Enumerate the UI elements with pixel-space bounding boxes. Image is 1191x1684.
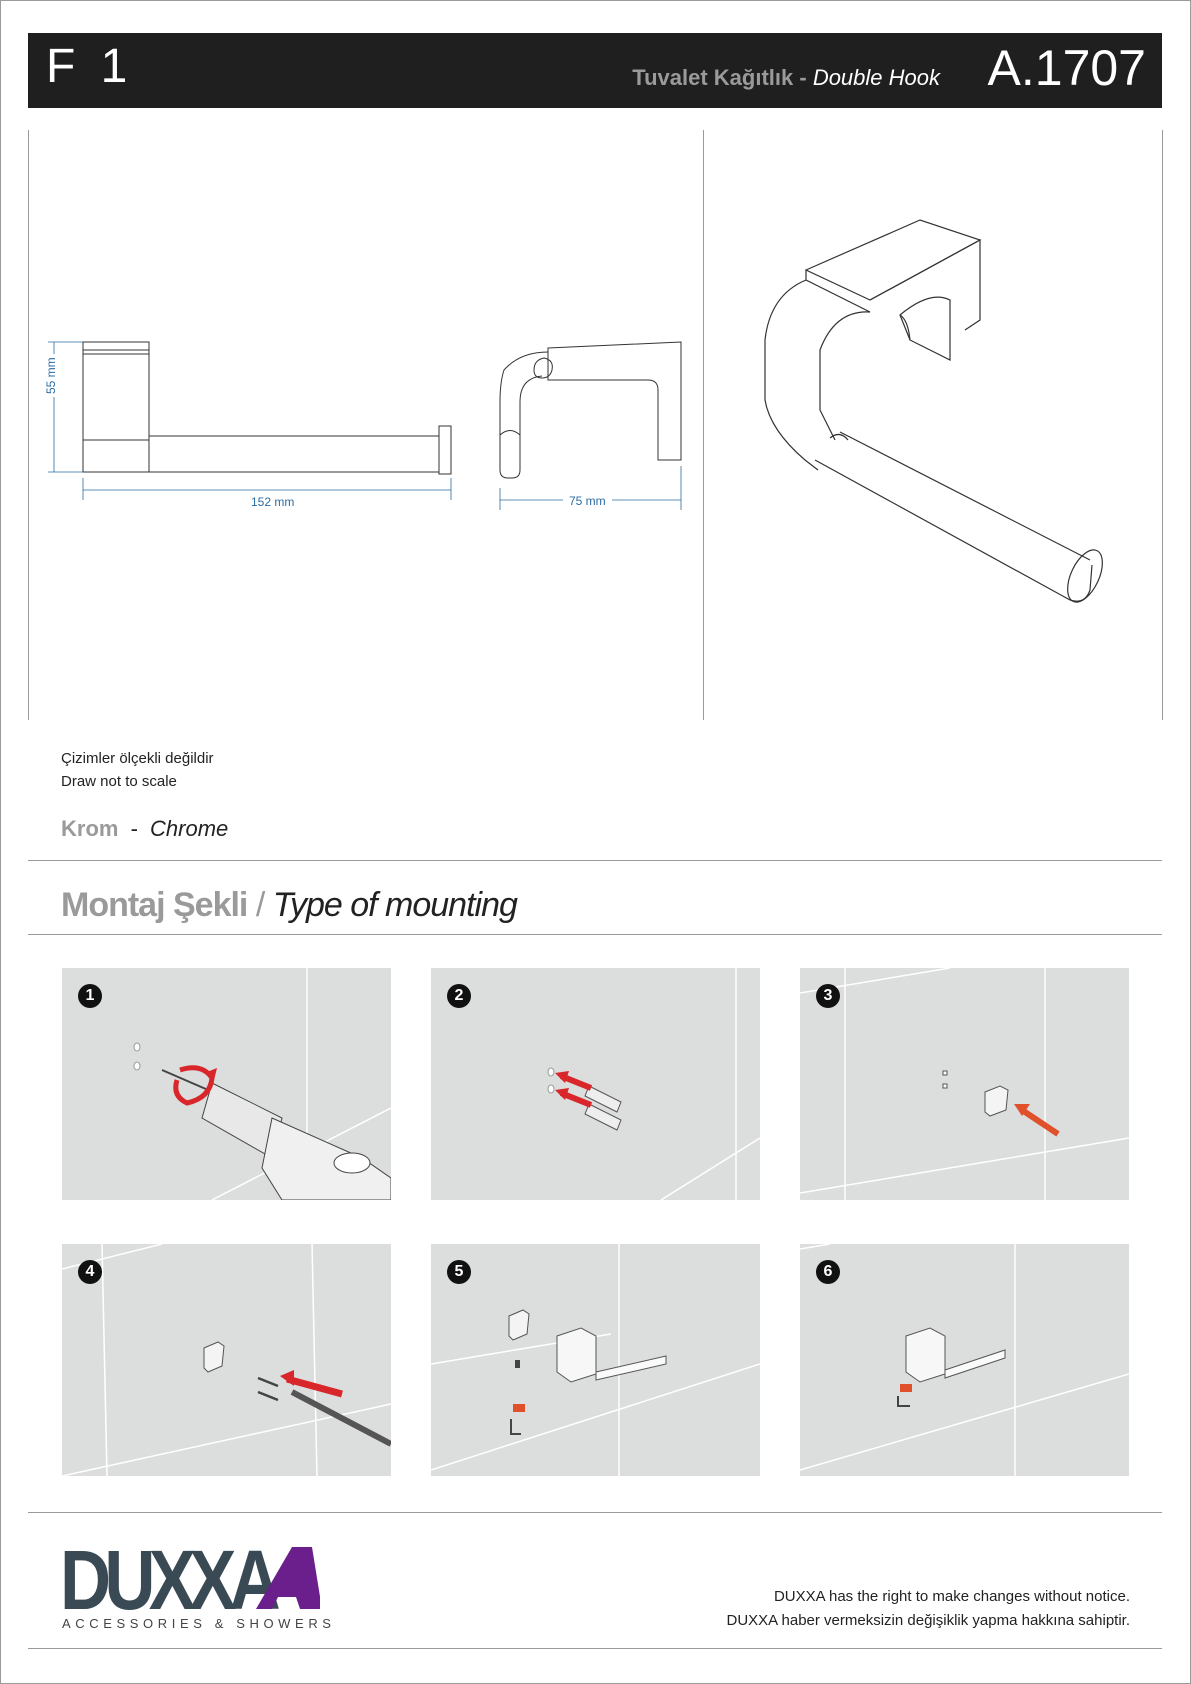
duxxa-logo: DUXXA [60, 1533, 322, 1627]
step-number-badge: 2 [447, 984, 471, 1008]
drawing-right-border [1162, 130, 1163, 720]
divider-line [28, 1512, 1162, 1513]
mounting-step-5: 5 [431, 1244, 760, 1476]
mounting-heading: Montaj Şekli / Type of mounting [61, 886, 518, 925]
finish-label: Krom - Chrome [61, 816, 228, 842]
finish-en: Chrome [150, 816, 229, 841]
logo-wordmark: DUXXA [60, 1543, 279, 1615]
disclaimer-en: DUXXA has the right to make changes with… [773, 1588, 1130, 1605]
mounting-step-6: 6 [800, 1244, 1129, 1476]
product-code: A.1707 [987, 40, 1146, 96]
header-bar: F 1 Tuvalet Kağıtlık - Double Hook A.170… [28, 33, 1162, 108]
dimension-height: 55 mm [44, 354, 58, 397]
product-title-tr: Tuvalet Kağıtlık [632, 65, 794, 90]
scale-note-en: Draw not to scale [61, 773, 177, 790]
side-view-drawing [499, 341, 682, 510]
step-number-badge: 4 [78, 1260, 102, 1284]
mounting-step-2: 2 [431, 968, 760, 1200]
series-name: F 1 [46, 40, 134, 93]
divider-line [28, 1648, 1162, 1649]
scale-note-tr: Çizimler ölçekli değildir [61, 750, 214, 767]
dimension-length: 152 mm [245, 495, 301, 509]
front-view-drawing [48, 341, 452, 500]
logo-tagline: ACCESSORIES & SHOWERS [62, 1616, 336, 1631]
finish-separator: - [124, 816, 145, 841]
step-number-badge: 1 [78, 984, 102, 1008]
isometric-view-drawing [764, 219, 1103, 603]
drawing-left-border [28, 130, 29, 720]
step-number-badge: 3 [816, 984, 840, 1008]
mounting-tr: Montaj Şekli [61, 886, 248, 924]
dimension-depth: 75 mm [563, 494, 612, 508]
finish-tr: Krom [61, 816, 119, 841]
divider-line [28, 934, 1162, 935]
title-separator: - [793, 65, 813, 90]
product-title: Tuvalet Kağıtlık - Double Hook [632, 65, 940, 91]
step-number-badge: 6 [816, 1260, 840, 1284]
mounting-en: Type of mounting [272, 886, 518, 924]
drawing-divider [703, 130, 704, 720]
mounting-step-1: 1 [62, 968, 391, 1200]
disclaimer-tr: DUXXA haber vermeksizin değişiklik yapma… [726, 1612, 1130, 1629]
step-number-badge: 5 [447, 1260, 471, 1284]
mounting-step-4: 4 [62, 1244, 391, 1476]
mounting-separator: / [247, 886, 273, 924]
divider-line [28, 860, 1162, 861]
mounting-step-3: 3 [800, 968, 1129, 1200]
product-title-en: Double Hook [812, 65, 940, 90]
